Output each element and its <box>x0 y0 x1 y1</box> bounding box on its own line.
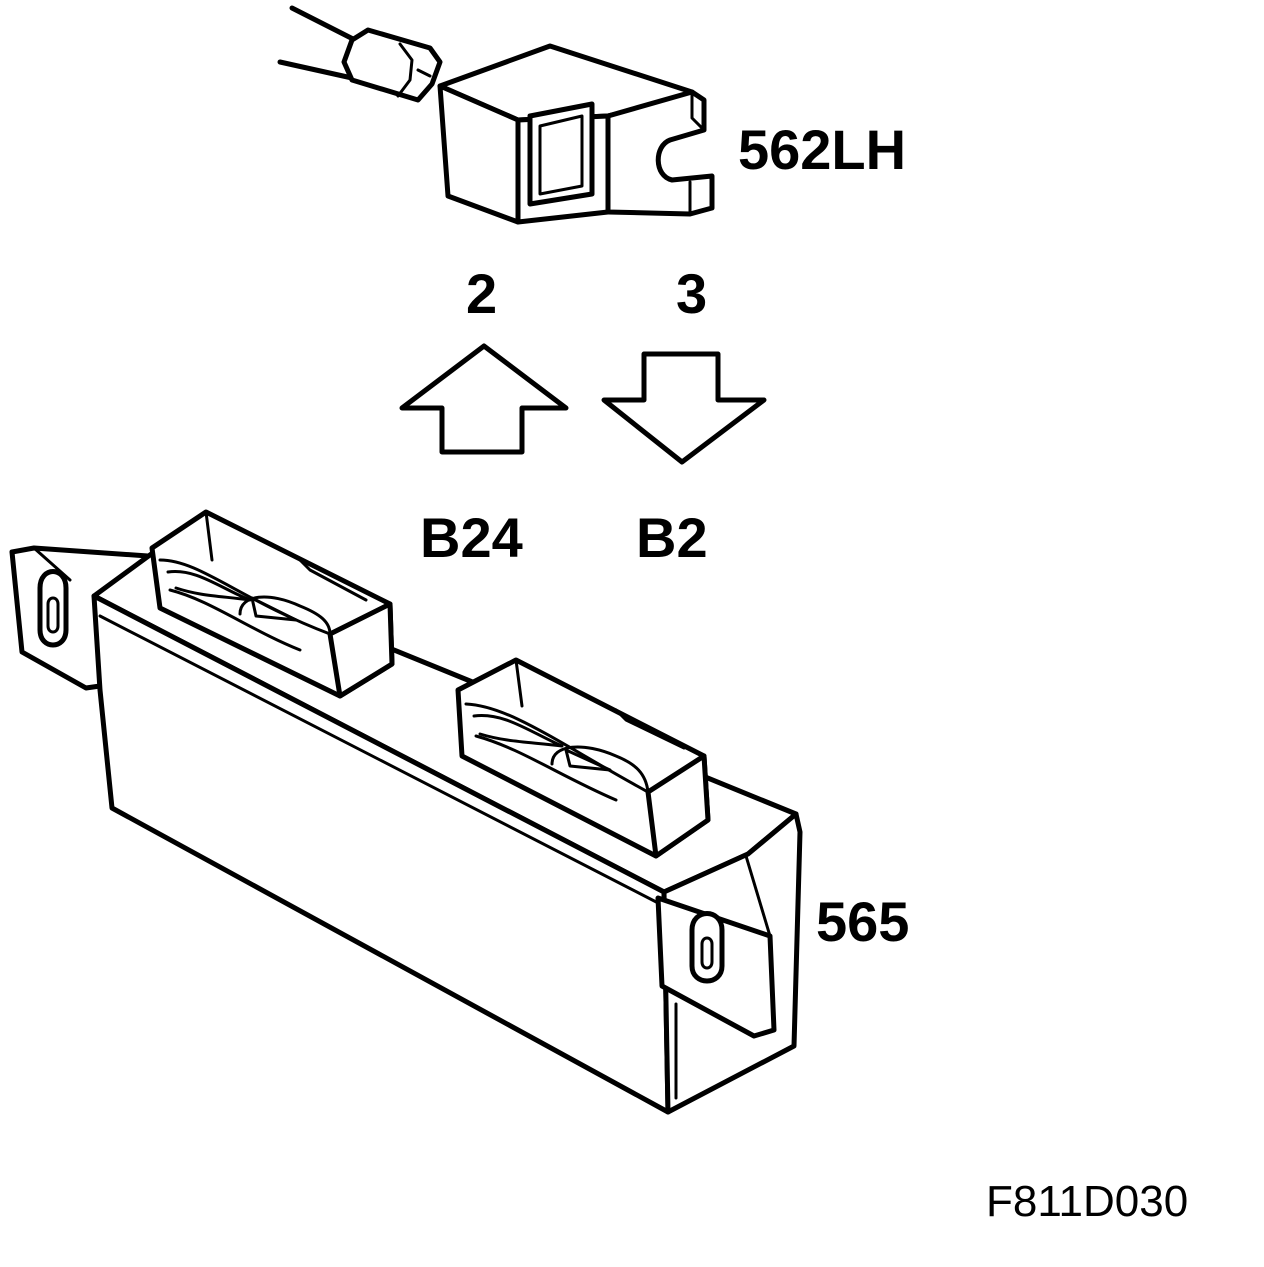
mounting-hole-right <box>689 911 725 984</box>
cable-wire-upper <box>289 5 358 43</box>
label-b2: B2 <box>636 506 708 569</box>
label-b24: B24 <box>420 506 523 569</box>
figure-reference: F811D030 <box>986 1177 1189 1226</box>
mounting-hole-left <box>37 569 69 648</box>
housing-front-face <box>91 593 671 1115</box>
sensor-window <box>527 101 595 207</box>
sensor-left-face <box>437 83 521 225</box>
module-565-drawing <box>9 509 803 1115</box>
sensor-562lh-drawing <box>277 5 715 225</box>
cable-sleeve <box>341 27 443 103</box>
arrow-down-icon <box>601 351 767 465</box>
label-565: 565 <box>816 890 910 953</box>
sensor-fork-terminal <box>605 89 715 217</box>
label-pin-3: 3 <box>676 262 708 325</box>
label-562lh: 562LH <box>738 118 907 181</box>
connector-plug-right-front <box>645 753 711 859</box>
label-pin-2: 2 <box>466 262 498 325</box>
connector-plug-left-front <box>327 601 395 699</box>
cable-sleeve-ring <box>396 42 414 98</box>
arrow-up-icon <box>399 343 569 455</box>
cable-wire-lower <box>277 59 355 81</box>
